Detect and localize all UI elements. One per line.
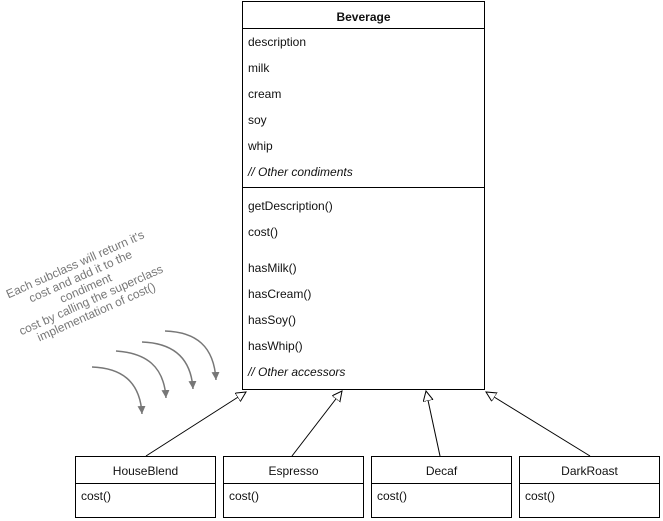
darkroast-method-cost: cost()	[525, 489, 555, 503]
darkroast-class: DarkRoast cost()	[519, 456, 660, 518]
method-hasmilk: hasMilk()	[248, 261, 297, 275]
darkroast-divider	[520, 483, 659, 484]
houseblend-method-cost: cost()	[81, 489, 111, 503]
decaf-method-cost: cost()	[377, 489, 407, 503]
inheritance-decaf	[426, 391, 441, 457]
method-other-accessors: // Other accessors	[248, 365, 346, 379]
method-getdescription: getDescription()	[248, 199, 333, 213]
attribute-description: description	[248, 35, 307, 49]
espresso-divider	[224, 483, 363, 484]
espresso-class: Espresso cost()	[223, 456, 364, 518]
attribute-soy: soy	[248, 113, 267, 127]
inheritance-houseblend	[145, 392, 246, 457]
note-arrow-4	[164, 330, 220, 381]
decaf-class: Decaf cost()	[371, 456, 512, 518]
decaf-divider	[372, 483, 511, 484]
houseblend-divider	[76, 483, 215, 484]
decaf-class-name: Decaf	[425, 464, 458, 478]
espresso-method-cost: cost()	[229, 489, 259, 503]
beverage-class: Beverage description milk cream soy whip…	[242, 1, 485, 390]
inheritance-darkroast	[486, 392, 591, 457]
note-arrow-2	[115, 350, 170, 399]
houseblend-class: HouseBlend cost()	[75, 456, 216, 518]
beverage-class-name: Beverage	[336, 10, 391, 24]
attribute-whip: whip	[248, 139, 273, 153]
attribute-other-condiments: // Other condiments	[248, 165, 353, 179]
darkroast-class-name: DarkRoast	[561, 464, 618, 478]
method-hascream: hasCream()	[248, 287, 312, 301]
note-arrow-3	[141, 341, 197, 390]
method-hassoy: hasSoy()	[248, 313, 297, 327]
note-arrow-1	[91, 366, 146, 415]
houseblend-class-name: HouseBlend	[112, 464, 179, 478]
inheritance-espresso	[291, 391, 342, 457]
method-cost: cost()	[248, 225, 278, 239]
beverage-attributes-divider	[243, 187, 484, 188]
method-haswhip: hasWhip()	[248, 339, 303, 353]
attribute-milk: milk	[248, 61, 270, 75]
beverage-name-divider	[243, 28, 484, 29]
espresso-class-name: Espresso	[268, 464, 319, 478]
attribute-cream: cream	[248, 87, 282, 101]
